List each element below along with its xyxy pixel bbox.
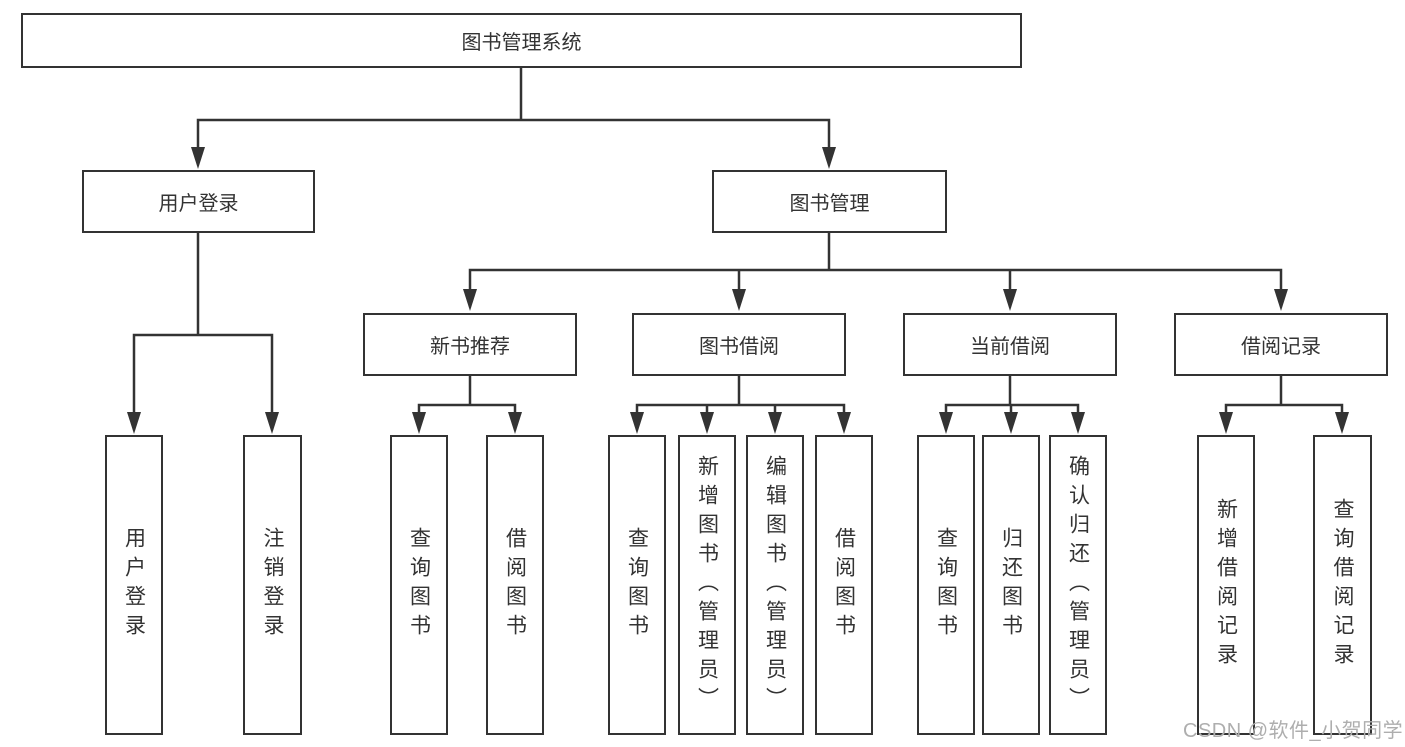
leaf-borrow-books-2-label: 借阅图书	[832, 527, 856, 643]
node-new-book-recommend: 新书推荐	[363, 313, 577, 376]
leaf-query-borrow-record: 查询借阅记录	[1313, 435, 1372, 735]
leaf-confirm-return-admin-label: 确认归还（管理员）	[1066, 454, 1090, 716]
node-borrow-records-label: 借阅记录	[1241, 336, 1321, 358]
node-user-login-label: 用户登录	[158, 193, 239, 215]
arrow-heads	[127, 147, 1349, 434]
node-book-management-label: 图书管理	[789, 193, 870, 215]
node-root-label: 图书管理系统	[461, 32, 582, 54]
node-book-management: 图书管理	[712, 170, 947, 233]
leaf-user-login-label: 用户登录	[122, 527, 146, 643]
leaf-query-borrow-record-label: 查询借阅记录	[1331, 498, 1354, 672]
node-book-borrow-label: 图书借阅	[699, 336, 779, 358]
leaf-edit-books-admin-label: 编辑图书（管理员）	[763, 454, 787, 716]
leaf-return-books-label: 归还图书	[999, 527, 1023, 643]
leaf-add-borrow-record: 新增借阅记录	[1197, 435, 1255, 735]
node-root: 图书管理系统	[21, 13, 1022, 68]
leaf-return-books: 归还图书	[982, 435, 1040, 735]
node-borrow-records: 借阅记录	[1174, 313, 1388, 376]
leaf-edit-books-admin: 编辑图书（管理员）	[746, 435, 804, 735]
node-new-book-recommend-label: 新书推荐	[430, 336, 510, 358]
node-current-borrow: 当前借阅	[903, 313, 1117, 376]
leaf-query-books-3-label: 查询图书	[934, 527, 958, 643]
leaf-confirm-return-admin: 确认归还（管理员）	[1049, 435, 1107, 735]
leaf-borrow-books-1-label: 借阅图书	[503, 527, 527, 643]
leaf-borrow-books-1: 借阅图书	[486, 435, 544, 735]
watermark: CSDN @软件_小贺同学	[1183, 720, 1404, 742]
leaf-query-books-2-label: 查询图书	[625, 527, 649, 643]
node-book-borrow: 图书借阅	[632, 313, 846, 376]
leaf-query-books-2: 查询图书	[608, 435, 666, 735]
leaf-logout-label: 注销登录	[261, 527, 284, 643]
leaf-borrow-books-2: 借阅图书	[815, 435, 873, 735]
leaf-user-login: 用户登录	[105, 435, 163, 735]
leaf-query-books-1-label: 查询图书	[407, 527, 431, 643]
leaf-query-books-3: 查询图书	[917, 435, 975, 735]
leaf-add-borrow-record-label: 新增借阅记录	[1214, 498, 1238, 672]
leaf-query-books-1: 查询图书	[390, 435, 448, 735]
node-current-borrow-label: 当前借阅	[970, 336, 1050, 358]
node-user-login: 用户登录	[82, 170, 315, 233]
leaf-add-books-admin: 新增图书（管理员）	[678, 435, 736, 735]
leaf-add-books-admin-label: 新增图书（管理员）	[695, 454, 719, 716]
leaf-logout: 注销登录	[243, 435, 302, 735]
